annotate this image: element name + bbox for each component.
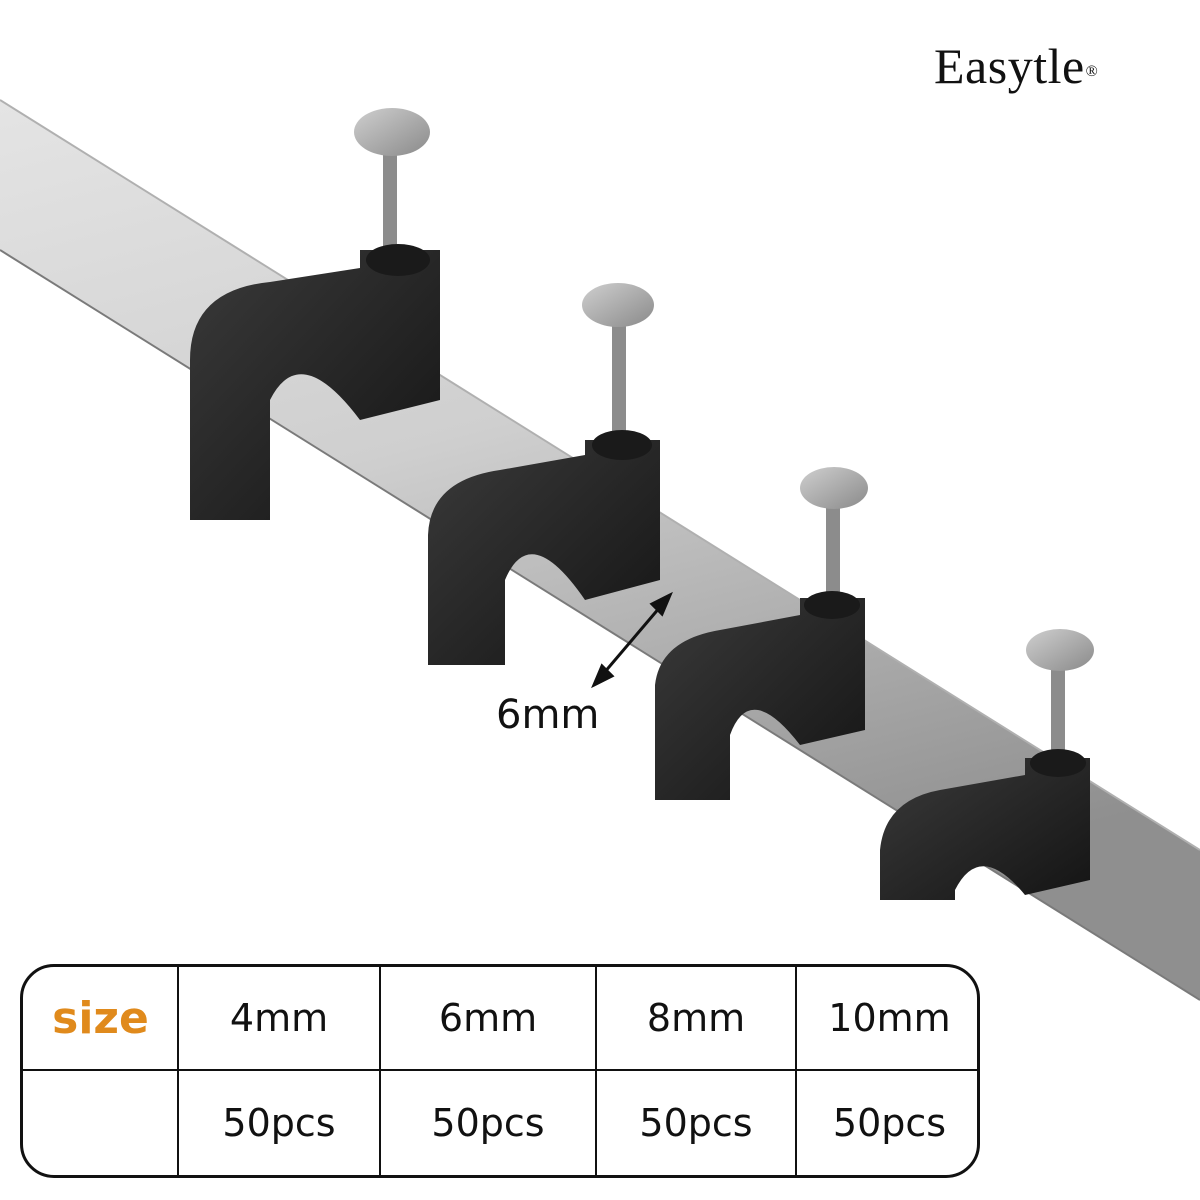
size-row: size 4mm 6mm 8mm 10mm: [23, 967, 977, 1071]
quantity-cell-4mm: 50pcs: [222, 1101, 336, 1145]
dimension-arrow: [591, 591, 673, 689]
quantity-row: 50pcs 50pcs 50pcs 50pcs: [23, 1071, 977, 1175]
size-cell-6mm: 6mm: [438, 996, 538, 1040]
size-header-label: size: [52, 992, 149, 1044]
table-divider: [795, 967, 797, 1175]
quantity-cell-8mm: 50pcs: [639, 1101, 753, 1145]
cable-clip-2: [428, 283, 660, 665]
cable-clip-1: [190, 108, 440, 520]
quantity-cell-6mm: 50pcs: [431, 1101, 545, 1145]
cable-clip-3: [655, 467, 868, 800]
cable-clip-4: [880, 629, 1094, 900]
quantity-header-empty: [23, 1071, 178, 1175]
size-cell-4mm: 4mm: [229, 996, 329, 1040]
registered-mark: ®: [1085, 63, 1099, 80]
size-table: size 4mm 6mm 8mm 10mm 50pcs 50pcs 50pcs …: [20, 964, 980, 1178]
brand-name: Easytle: [934, 38, 1085, 94]
brand-logo: Easytle®: [934, 36, 1098, 96]
table-divider: [177, 967, 179, 1175]
table-divider: [595, 967, 597, 1175]
size-cell-10mm: 10mm: [828, 996, 951, 1040]
size-cell-8mm: 8mm: [646, 996, 746, 1040]
quantity-cell-10mm: 50pcs: [832, 1101, 947, 1145]
table-divider: [379, 967, 381, 1175]
dimension-label: 6mm: [496, 692, 600, 738]
